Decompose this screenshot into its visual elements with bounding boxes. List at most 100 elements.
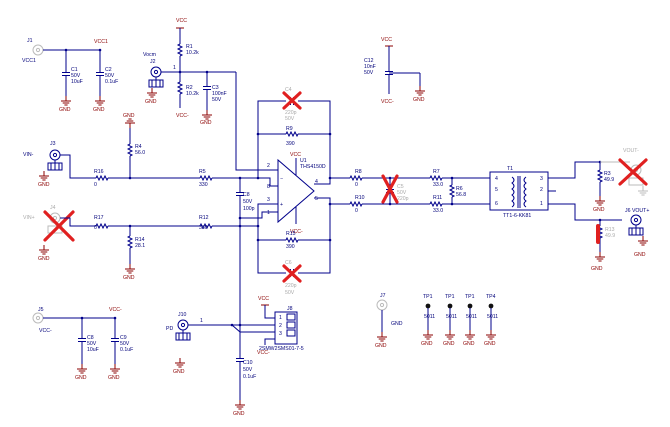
r10-ref: R10 xyxy=(355,195,365,201)
c5-voltage: 50V xyxy=(397,190,407,196)
j2-sma-connector-icon xyxy=(148,66,164,88)
r3-value: 49.9 xyxy=(604,177,614,183)
j8-vcc-label: VCC xyxy=(258,296,269,302)
r2-ref: R2 xyxy=(186,85,193,91)
r14-gnd-label: GND xyxy=(123,275,135,281)
r3-ref: R3 xyxy=(604,171,611,177)
c8-voltage: 50V xyxy=(243,199,253,205)
r4-gnd-label: GND xyxy=(123,113,135,119)
u1-part: THS4150D xyxy=(300,164,326,170)
c6-removed-mark xyxy=(282,264,302,283)
j3-sma-connector-icon xyxy=(47,149,63,171)
u1-ref: U1 xyxy=(300,158,307,164)
c12-ref: C12 xyxy=(364,58,374,64)
svg-text:TP1: TP1 xyxy=(423,294,433,300)
r2-vcc-minus-label: VCC- xyxy=(176,113,189,119)
c6-value: 220p xyxy=(285,283,297,289)
c8b-ref: C8 xyxy=(87,335,94,341)
c5-removed-mark xyxy=(381,174,399,204)
vout-minus-label: VOUT- xyxy=(623,148,639,154)
c2-gnd-label: GND xyxy=(93,107,105,113)
c2-voltage: 50V xyxy=(105,73,115,79)
svg-text:GND: GND xyxy=(421,341,433,347)
c12-gnd-label: GND xyxy=(413,97,425,103)
r9-ref: R9 xyxy=(286,126,293,132)
vocm-label: Vocm xyxy=(143,52,156,58)
u1-pin8: 8 xyxy=(267,184,270,190)
u1-pin1: 1 xyxy=(267,210,270,216)
svg-text:5011: 5011 xyxy=(446,314,457,320)
c9-gnd-label: GND xyxy=(108,375,120,381)
c8-value: 100p xyxy=(243,206,255,212)
vin-minus-label: VIN- xyxy=(23,152,34,158)
c10-gnd-label: GND xyxy=(233,411,245,417)
j3-gnd-label: GND xyxy=(38,182,50,188)
r5-value: 330 xyxy=(199,182,208,188)
j7-net-label: GND xyxy=(391,321,403,327)
u1-pin3: 3 xyxy=(267,197,270,203)
r8-value: 0 xyxy=(355,182,358,188)
t1-pin3: 3 xyxy=(540,176,543,182)
u1-vcc-label: VCC xyxy=(290,152,301,158)
c10-value: 0.1uF xyxy=(243,374,256,380)
j10-gnd-label: GND xyxy=(173,369,185,375)
j1-power-connector: J1 VCC1 xyxy=(22,38,44,64)
j8-ref: J8 xyxy=(287,306,293,312)
j10-pin1: 1 xyxy=(200,318,203,324)
r15-ref: R15 xyxy=(286,231,296,237)
u1-pin4: 4 xyxy=(315,179,318,185)
t1-pin6: 6 xyxy=(495,201,498,207)
j8-pin3: 3 xyxy=(279,331,282,337)
svg-text:5011: 5011 xyxy=(424,314,435,320)
j4-ref: J4 xyxy=(50,205,56,211)
j8-header-icon xyxy=(274,311,298,345)
r1-value: 10.2k xyxy=(186,50,199,56)
j8-part: 2SMW2SMS01-7-5 xyxy=(259,346,304,352)
t1-pin2: 2 xyxy=(540,187,543,193)
c9-ref: C9 xyxy=(120,335,127,341)
c2-value: 0.1uF xyxy=(105,79,118,85)
r6-value: 56.8 xyxy=(456,192,466,198)
u1-vcc-minus-label: VCC- xyxy=(290,229,303,235)
c1-ref: C1 xyxy=(71,67,78,73)
r17-ref: R17 xyxy=(94,215,104,221)
r12-ref: R12 xyxy=(199,215,209,221)
vocm-pin1: 1 xyxy=(173,65,176,71)
r7-ref: R7 xyxy=(433,169,440,175)
j1-net-label: VCC1 xyxy=(22,58,36,64)
u1-opamp-icon: − + xyxy=(277,158,315,224)
svg-text:TP1: TP1 xyxy=(445,294,455,300)
r9-value: 390 xyxy=(286,141,295,147)
c12-voltage: 50V xyxy=(364,70,374,76)
tp3-testpoint: TP1 5011 GND xyxy=(463,294,477,347)
j7-ref: J7 xyxy=(380,293,386,299)
c10-voltage: 50V xyxy=(243,367,253,373)
svg-text:−: − xyxy=(280,176,283,182)
vin-plus-removed-mark xyxy=(43,210,75,242)
r3-gnd-label: GND xyxy=(593,207,605,213)
svg-text:GND: GND xyxy=(484,341,496,347)
r13-ref: R13 xyxy=(605,227,615,233)
j10-sma-connector-icon xyxy=(175,319,191,341)
c12-value: 10nF xyxy=(364,64,376,70)
t1-pin5: 5 xyxy=(495,187,498,193)
j3-ref: J3 xyxy=(50,141,56,147)
j7-gnd-label: GND xyxy=(375,343,387,349)
r13-gnd-label: GND xyxy=(591,266,603,272)
r17-value: 0 xyxy=(94,225,97,231)
r11-value: 33.0 xyxy=(433,208,443,214)
c1-gnd-label: GND xyxy=(59,107,71,113)
r14-value: 28.1 xyxy=(135,243,145,249)
j2-ref: J2 xyxy=(150,59,156,65)
j5-ref: J5 xyxy=(38,307,44,313)
svg-text:5011: 5011 xyxy=(487,314,498,320)
j8-vcc-minus-label: VCC- xyxy=(257,350,270,356)
u1-pin2: 2 xyxy=(267,163,270,169)
t1-ref: T1 xyxy=(507,166,513,172)
svg-text:+: + xyxy=(280,202,283,208)
r11-ref: R11 xyxy=(433,195,442,201)
svg-text:GND: GND xyxy=(463,341,475,347)
c12-vcc-minus-label: VCC- xyxy=(381,99,394,105)
c3-value: 100nF xyxy=(212,91,227,97)
tp1-testpoint: TP1 5011 GND xyxy=(421,294,435,347)
